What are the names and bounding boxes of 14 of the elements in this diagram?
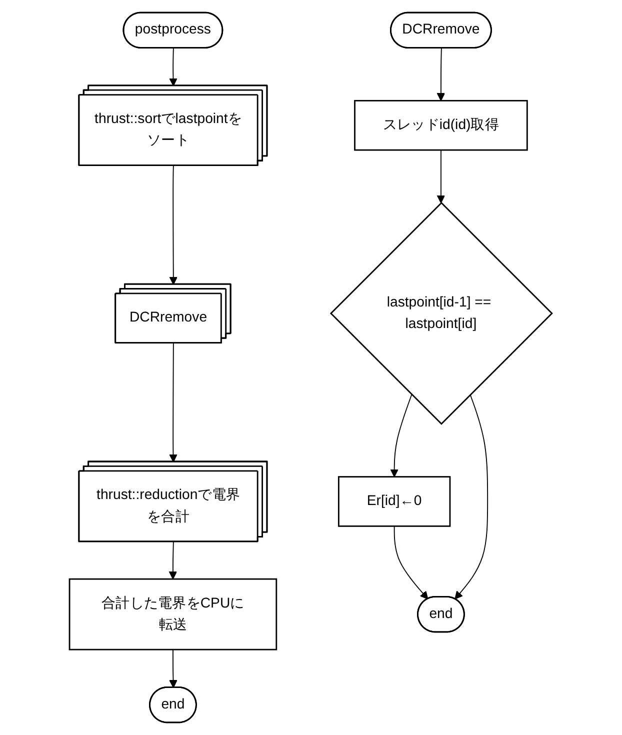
arrow xyxy=(437,150,446,204)
arrow xyxy=(454,394,488,600)
arrow xyxy=(437,48,446,102)
arrow xyxy=(169,342,178,462)
arrow xyxy=(169,48,178,86)
node-box: スレッドid(id)取得 xyxy=(354,100,528,151)
arrow xyxy=(170,165,178,285)
arrow xyxy=(394,526,429,600)
arrow xyxy=(169,541,178,580)
node-box: Er[id]←0 xyxy=(338,476,451,527)
arrow xyxy=(390,394,412,478)
node-box: 合計した電界をCPUに転送 xyxy=(69,578,278,650)
arrow xyxy=(169,649,178,688)
node-diamond: lastpoint[id-1] == lastpoint[id] xyxy=(330,202,554,425)
